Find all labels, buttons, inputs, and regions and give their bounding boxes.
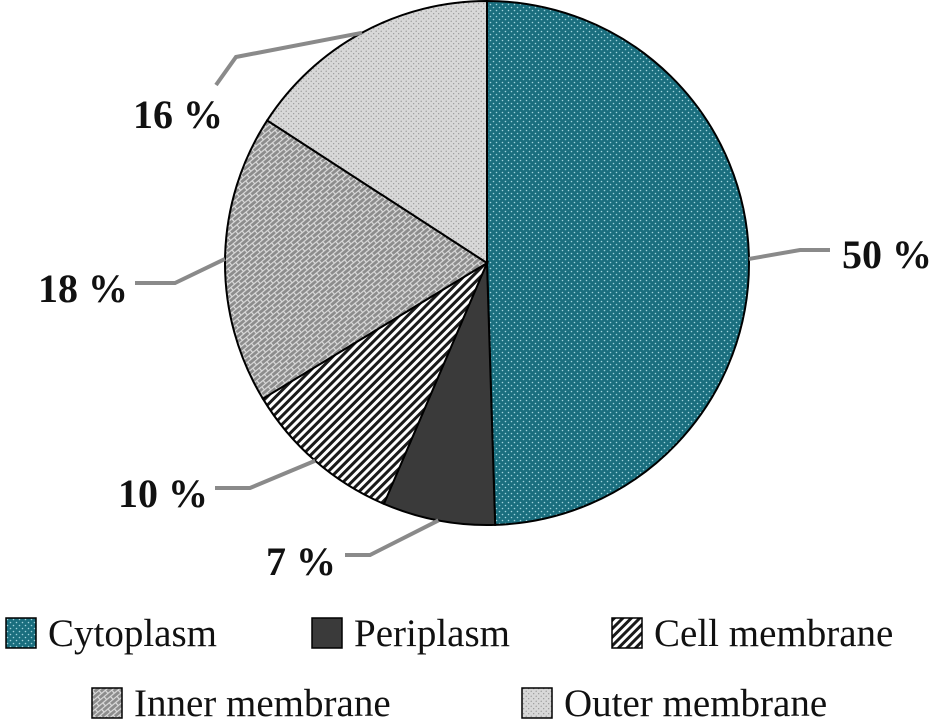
legend-label-cell-membrane: Cell membrane (654, 612, 893, 655)
legend-label-periplasm: Periplasm (354, 612, 510, 655)
value-label-periplasm: 7 % (266, 539, 336, 584)
value-label-outer-membrane: 16 % (133, 92, 223, 137)
legend-item-periplasm: Periplasm (311, 612, 510, 655)
legend-label-outer-membrane: Outer membrane (564, 682, 827, 725)
value-label-cytoplasm: 50 % (842, 232, 930, 277)
slice-cytoplasm (486, 0, 750, 526)
slice-cell-membrane (261, 260, 490, 506)
legend-item-cell-membrane: Cell membrane (611, 612, 893, 655)
slice-periplasm (382, 262, 497, 526)
legend-swatch-cell-membrane (611, 617, 643, 649)
leader-line-cytoplasm (748, 248, 830, 261)
legend-item-cytoplasm: Cytoplasm (5, 612, 217, 655)
leader-lines (135, 30, 830, 557)
leader-line-inner-membrane (135, 257, 226, 285)
legend-swatch-outer-membrane (521, 687, 553, 719)
legend-swatch-inner-membrane (91, 687, 123, 719)
legend-swatch-periplasm (311, 617, 343, 649)
leader-line-periplasm (345, 518, 440, 557)
legend-swatch-cytoplasm (5, 617, 37, 649)
leader-line-cell-membrane (215, 458, 316, 490)
value-label-cell-membrane: 10 % (118, 471, 208, 516)
legend-label-inner-membrane: Inner membrane (134, 682, 391, 725)
legend-item-outer-membrane: Outer membrane (521, 682, 827, 725)
pie-slices (224, 0, 750, 526)
value-labels: 50 % 7 % 10 % 18 % 16 % (38, 92, 930, 584)
legend-item-inner-membrane: Inner membrane (91, 682, 391, 725)
value-label-inner-membrane: 18 % (38, 266, 128, 311)
legend-label-cytoplasm: Cytoplasm (48, 612, 217, 655)
leader-line-outer-membrane (214, 30, 363, 87)
